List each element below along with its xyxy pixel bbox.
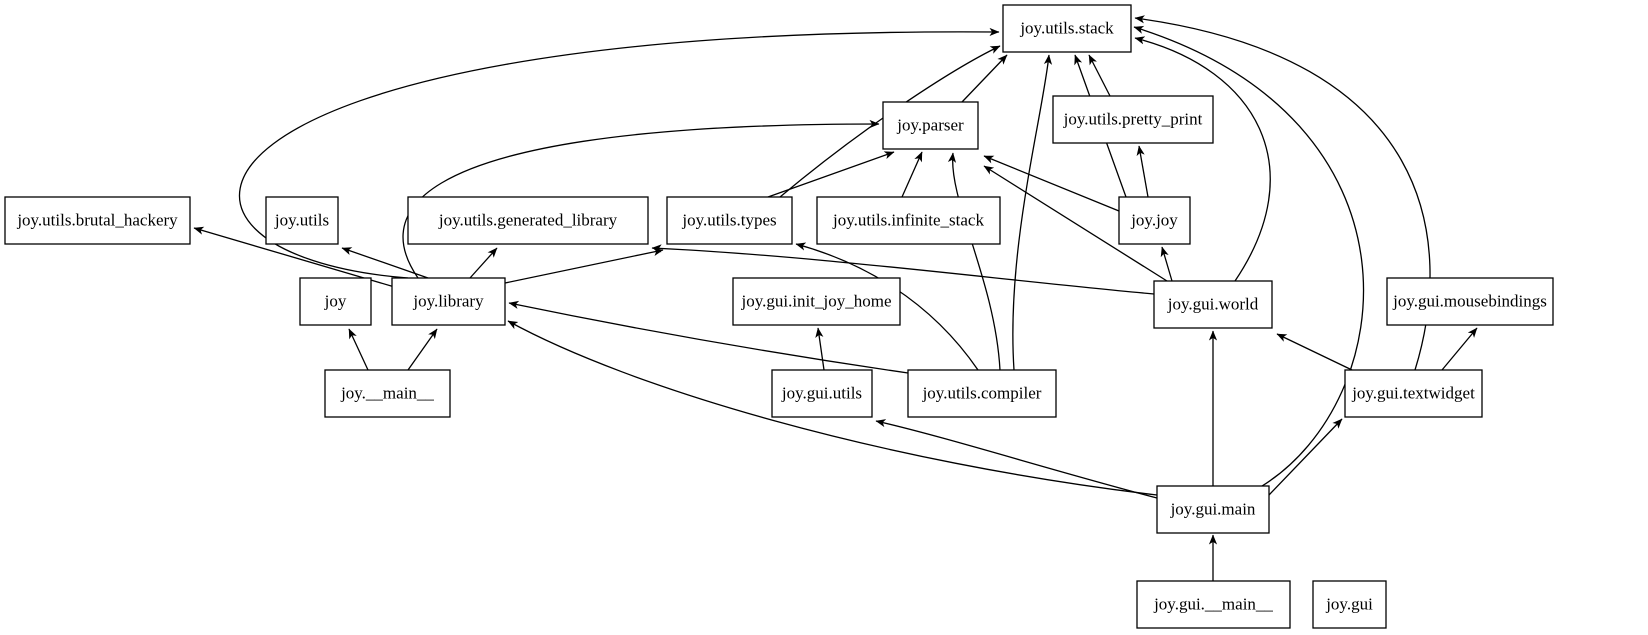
node-joy.utils.stack: joy.utils.stack [1002, 4, 1132, 53]
node-box-joy.gui.utils [771, 369, 873, 418]
edge-joy.gui.main-to-joy.gui.textwidget [1268, 418, 1343, 496]
edge-joy.gui.main-to-joy.utils.stack [1133, 25, 1365, 487]
node-box-joy.gui.textwidget [1344, 369, 1483, 418]
edge-joy.gui.world-to-joy.utils.stack [1134, 36, 1271, 282]
node-joy.gui.world: joy.gui.world [1153, 280, 1273, 329]
node-label-joy.utils.infinite_stack: joy.utils.infinite_stack [832, 210, 984, 229]
edge-joy.gui.world-to-joy.joy [1160, 246, 1173, 282]
node-joy.gui.textwidget: joy.gui.textwidget [1344, 369, 1483, 418]
nodes-layer: joy.utils.stack joy.parser joy.utils.prett… [4, 4, 1554, 629]
node-joy.library: joy.library [391, 277, 506, 326]
node-box-joy.utils.compiler [907, 369, 1057, 418]
edge-joy.utils.pretty_print-to-joy.utils.stack [1088, 54, 1111, 97]
edge-joy.__main__-to-joy [348, 328, 369, 371]
node-label-joy: joy [324, 291, 347, 310]
node-label-joy.utils: joy.utils [274, 210, 329, 229]
edge-joy.gui.utils-to-joy.gui.init_joy_home [815, 327, 825, 371]
node-joy.joy: joy.joy [1118, 196, 1191, 245]
edge-joy.library-to-joy.utils.generated_library [469, 247, 498, 279]
node-label-joy.gui: joy.gui [1325, 594, 1373, 613]
node-label-joy.utils.brutal_hackery: joy.utils.brutal_hackery [16, 210, 178, 229]
node-label-joy.library: joy.library [412, 291, 484, 310]
node-box-joy.utils.pretty_print [1052, 95, 1214, 144]
node-label-joy.__main__: joy.__main__ [340, 383, 434, 402]
node-label-joy.gui.utils: joy.gui.utils [781, 383, 862, 402]
node-joy.gui: joy.gui [1312, 580, 1387, 629]
node-joy.gui.main: joy.gui.main [1156, 485, 1270, 534]
node-joy.utils.pretty_print: joy.utils.pretty_print [1052, 95, 1214, 144]
node-label-joy.gui.textwidget: joy.gui.textwidget [1351, 383, 1475, 402]
node-joy.__main__: joy.__main__ [324, 369, 451, 418]
node-box-joy.gui.mousebindings [1386, 277, 1554, 326]
node-label-joy.parser: joy.parser [896, 115, 964, 134]
node-box-joy.gui.__main__ [1136, 580, 1291, 629]
node-label-joy.gui.main: joy.gui.main [1170, 499, 1256, 518]
node-label-joy.joy: joy.joy [1130, 210, 1178, 229]
edge-joy.utils.compiler-to-joy.library [508, 300, 909, 374]
node-joy.parser: joy.parser [882, 101, 979, 150]
edge-joy.library-to-joy.parser [402, 119, 880, 279]
edge-joy.gui.textwidget-to-joy.gui.world [1276, 333, 1353, 371]
edge-joy.joy-to-joy.parser [983, 155, 1120, 212]
node-box-joy.utils.types [666, 196, 793, 245]
node-joy.gui.mousebindings: joy.gui.mousebindings [1386, 277, 1554, 326]
node-box-joy [299, 277, 372, 326]
node-label-joy.gui.__main__: joy.gui.__main__ [1153, 594, 1273, 613]
node-joy.utils.types: joy.utils.types [666, 196, 793, 245]
node-box-joy.parser [882, 101, 979, 150]
edges-layer [193, 15, 1478, 581]
edge-joy.gui.main-to-joy.library [507, 320, 1158, 496]
edge-joy.utils.compiler-to-joy.parser [947, 152, 1001, 371]
node-box-joy.gui [1312, 580, 1387, 629]
edge-joy.gui.world-to-joy.utils.generated_library [651, 244, 1155, 295]
node-label-joy.gui.init_joy_home: joy.gui.init_joy_home [740, 291, 891, 310]
node-box-joy.__main__ [324, 369, 451, 418]
edge-joy.parser-to-joy.utils.stack [961, 54, 1008, 103]
node-joy.utils.compiler: joy.utils.compiler [907, 369, 1057, 418]
edge-joy.gui.world-to-joy.parser [983, 165, 1168, 282]
node-box-joy.utils.stack [1002, 4, 1132, 53]
edge-joy.library-to-joy.utils [341, 247, 429, 279]
node-box-joy.utils.infinite_stack [816, 196, 1001, 245]
node-joy.utils: joy.utils [265, 196, 339, 245]
edge-joy.utils.compiler-to-joy.utils.stack [1012, 54, 1053, 371]
node-joy.utils.brutal_hackery: joy.utils.brutal_hackery [4, 196, 191, 245]
node-joy.gui.__main__: joy.gui.__main__ [1136, 580, 1291, 629]
node-label-joy.utils.types: joy.utils.types [681, 210, 776, 229]
edge-joy.gui.main-to-joy.gui.utils [875, 419, 1158, 499]
node-label-joy.utils.stack: joy.utils.stack [1019, 18, 1114, 37]
node-box-joy.gui.world [1153, 280, 1273, 329]
node-box-joy.gui.main [1156, 485, 1270, 534]
node-box-joy.gui.init_joy_home [732, 277, 901, 326]
edge-joy.gui.textwidget-to-joy.gui.mousebindings [1441, 327, 1478, 371]
node-label-joy.utils.pretty_print: joy.utils.pretty_print [1063, 109, 1203, 128]
node-joy.utils.infinite_stack: joy.utils.infinite_stack [816, 196, 1001, 245]
edge-joy.utils.infinite_stack-to-joy.parser [901, 151, 923, 198]
node-box-joy.utils [265, 196, 339, 245]
node-label-joy.gui.world: joy.gui.world [1167, 294, 1259, 313]
edge-joy.__main__-to-joy.library [407, 328, 438, 371]
node-label-joy.utils.compiler: joy.utils.compiler [922, 383, 1042, 402]
edge-joy.library-to-joy.utils.types [504, 247, 664, 284]
node-label-joy.utils.generated_library: joy.utils.generated_library [438, 210, 618, 229]
node-box-joy.utils.brutal_hackery [4, 196, 191, 245]
edge-joy.utils.types-to-joy.parser [767, 151, 895, 198]
node-box-joy.utils.generated_library [407, 196, 649, 245]
node-label-joy.gui.mousebindings: joy.gui.mousebindings [1392, 291, 1547, 310]
node-joy: joy [299, 277, 372, 326]
node-joy.utils.generated_library: joy.utils.generated_library [407, 196, 649, 245]
node-box-joy.library [391, 277, 506, 326]
node-joy.gui.utils: joy.gui.utils [771, 369, 873, 418]
edge-joy.joy-to-joy.utils.pretty_print [1136, 145, 1149, 198]
edge-joy.library-to-joy.utils.stack [239, 27, 1000, 279]
node-joy.gui.init_joy_home: joy.gui.init_joy_home [732, 277, 901, 326]
node-box-joy.joy [1118, 196, 1191, 245]
